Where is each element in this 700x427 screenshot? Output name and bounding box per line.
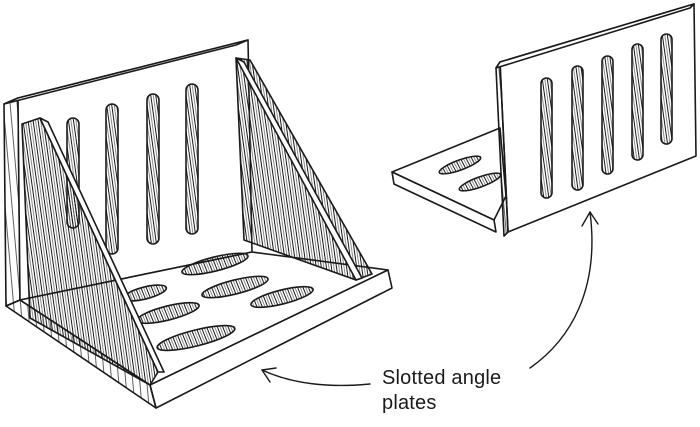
slot <box>601 55 614 175</box>
slot <box>660 33 673 145</box>
slot <box>201 275 269 299</box>
small-plate-slots <box>540 33 673 199</box>
arrow-head-right <box>581 211 599 227</box>
arrow-to-small-plate <box>529 211 593 369</box>
caption-line-2: plates <box>382 392 437 414</box>
arrow-head-left <box>261 367 277 383</box>
slot <box>250 285 314 309</box>
slot <box>438 155 482 175</box>
slot <box>571 65 584 191</box>
back-plate-slots <box>66 83 199 255</box>
small-angle-plate <box>391 3 697 237</box>
slot <box>540 77 553 199</box>
slot <box>631 43 644 161</box>
slot <box>105 103 119 255</box>
slot <box>156 324 236 352</box>
arrow-to-large-plate <box>261 369 371 387</box>
large-angle-plate <box>3 39 393 409</box>
caption: Slotted angle plates <box>382 366 552 416</box>
caption-line-1: Slotted angle <box>382 367 502 389</box>
slot <box>146 93 160 245</box>
arrows <box>261 211 599 387</box>
left-gusset <box>21 117 159 386</box>
slot <box>181 252 249 276</box>
base-plate-slots <box>122 252 314 352</box>
slot <box>185 83 199 235</box>
